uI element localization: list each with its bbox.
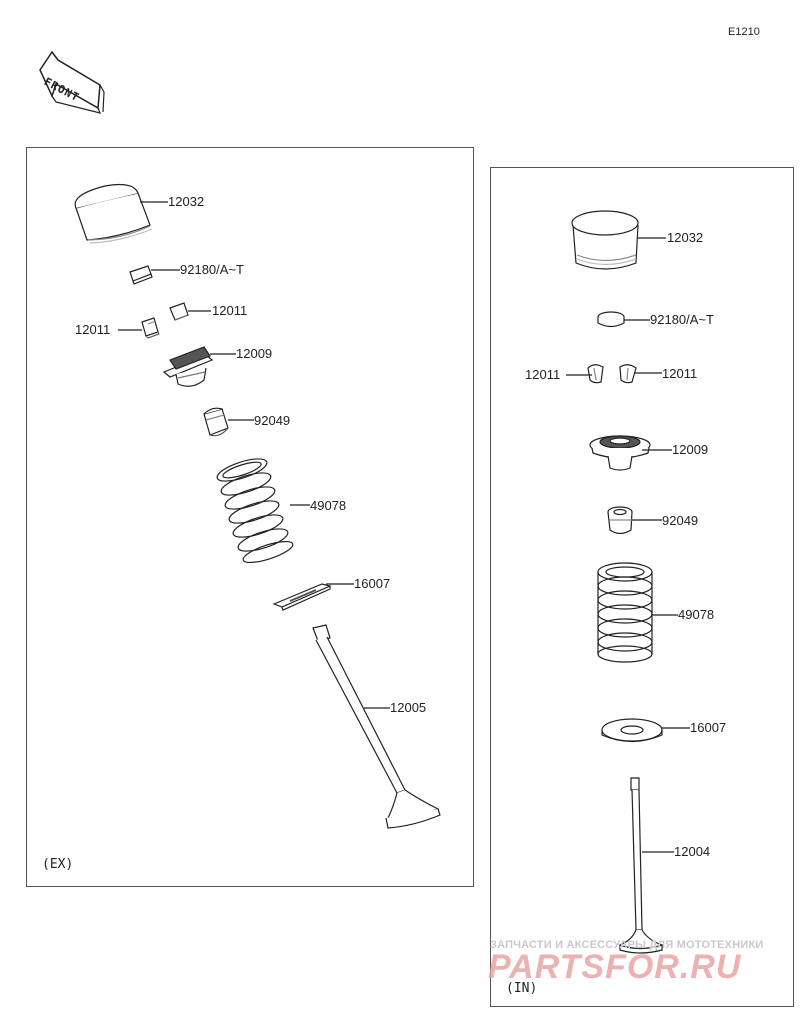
ex-tappet-icon: [74, 183, 153, 244]
front-arrow-icon: [39, 50, 105, 114]
ex-label-valve: 12005: [390, 700, 427, 715]
ex-valve-icon: [312, 624, 441, 829]
exhaust-frame: [26, 147, 474, 887]
ex-keeper-left-icon: [141, 317, 160, 339]
in-label-keeper-left: 12011: [525, 367, 561, 382]
ex-label-retainer: 12009: [236, 346, 273, 361]
in-retainer-icon: [589, 435, 651, 471]
in-keeper-right-icon: [619, 364, 637, 384]
ex-label-tappet: 12032: [168, 194, 205, 209]
ex-label-spring: 49078: [310, 498, 347, 513]
ex-label-seal: 92049: [254, 413, 291, 428]
in-label-spring-seat: 16007: [690, 720, 727, 735]
ex-seal-icon: [203, 407, 229, 437]
in-section-tag: (IN): [506, 981, 538, 996]
in-spring-seat-icon: [601, 718, 663, 743]
in-label-spring: 49078: [678, 607, 715, 622]
in-label-retainer: 12009: [672, 442, 709, 457]
in-shim-icon: [597, 311, 625, 328]
in-valve-icon: [618, 777, 664, 954]
ex-keeper-right-icon: [169, 302, 189, 321]
watermark-logo: PARTSFOR.RU: [488, 948, 742, 986]
watermark-subtitle: ЗАПЧАСТИ И АКСЕССУАРЫ ДЛЯ МОТОТЕХНИКИ: [490, 939, 764, 951]
ex-spring-icon: [216, 458, 294, 564]
in-keeper-left-icon: [587, 364, 604, 384]
diagram-code: E1210: [728, 26, 760, 38]
intake-frame: [490, 167, 794, 1007]
in-label-shim: 92180/A~T: [650, 312, 714, 327]
in-label-tappet: 12032: [667, 230, 704, 245]
ex-shim-icon: [129, 265, 153, 285]
ex-label-spring-seat: 16007: [354, 576, 391, 591]
ex-retainer-icon: [162, 346, 214, 387]
ex-label-shim: 92180/A~T: [180, 262, 244, 277]
in-label-valve: 12004: [674, 844, 711, 859]
in-label-seal: 92049: [662, 513, 699, 528]
in-tappet-icon: [571, 210, 639, 270]
ex-label-keeper-left: 12011: [75, 322, 111, 337]
in-seal-icon: [607, 506, 633, 535]
ex-label-keeper-right: 12011: [212, 303, 248, 318]
in-spring-icon: [597, 562, 653, 663]
in-label-keeper-right: 12011: [662, 366, 698, 381]
ex-spring-seat-icon: [272, 583, 332, 611]
ex-section-tag: (EX): [42, 857, 74, 872]
